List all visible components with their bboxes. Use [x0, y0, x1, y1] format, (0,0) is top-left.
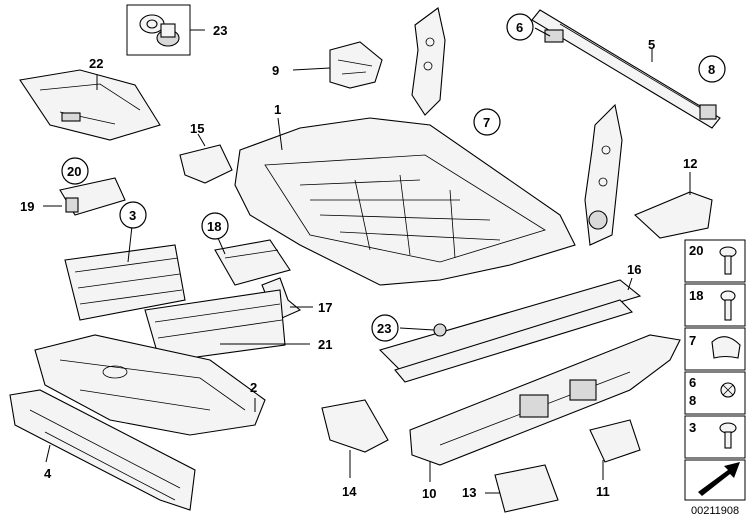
callout-9: 9 — [272, 63, 279, 78]
callout-22: 22 — [89, 56, 103, 71]
legend-label-3: 3 — [689, 420, 696, 435]
callout-ring-20 — [61, 157, 89, 185]
part-18-rail — [214, 237, 291, 286]
callout-12: 12 — [683, 156, 697, 171]
callout-20: 20 — [67, 164, 81, 179]
part-15-cap — [179, 133, 233, 184]
callout-ring-3 — [119, 201, 147, 229]
callout-11: 11 — [596, 484, 610, 499]
callout-13: 13 — [462, 485, 476, 500]
part-13-cover — [485, 464, 559, 513]
part-11-cover — [589, 419, 641, 480]
callout-labels: 23 22 9 6 5 8 1 7 15 12 20 19 3 18 16 17… — [20, 20, 715, 501]
legend-row-3 — [684, 415, 746, 459]
callout-16: 16 — [627, 262, 641, 277]
direction-arrow-icon — [698, 462, 740, 496]
screw-icon — [719, 246, 737, 275]
callout-18: 18 — [207, 219, 221, 234]
callout-ring-23 — [371, 314, 399, 342]
callout-ring-8 — [698, 55, 726, 83]
legend-row-18 — [684, 283, 746, 327]
clip-icon — [711, 336, 741, 359]
part-22-tray — [19, 69, 161, 141]
part-12-trim — [633, 172, 713, 239]
callout-4: 4 — [44, 466, 52, 481]
callout-15: 15 — [190, 121, 204, 136]
legend-row-6-8 — [684, 371, 746, 415]
part-5-rail — [531, 9, 721, 129]
nut-icon — [720, 382, 736, 398]
fastener-legend: 20 18 7 6 8 3 00 — [684, 239, 746, 517]
callout-6: 6 — [516, 20, 523, 35]
legend-label-6: 6 — [689, 375, 696, 390]
callout-21: 21 — [318, 337, 332, 352]
callout-10: 10 — [422, 486, 436, 501]
callout-14: 14 — [342, 484, 357, 499]
callout-23-mid: 23 — [377, 321, 391, 336]
callout-19: 19 — [20, 199, 34, 214]
legend-label-20: 20 — [689, 243, 703, 258]
callout-ring-6 — [506, 13, 534, 41]
part-9-bracket — [292, 41, 383, 89]
callout-2: 2 — [250, 380, 257, 395]
diagram-id: 00211908 — [691, 505, 739, 517]
legend-row-20 — [684, 239, 746, 283]
part-10-side-trim — [409, 334, 681, 482]
legend-label-18: 18 — [689, 288, 703, 303]
bolt-icon — [720, 290, 736, 321]
part-16-rail — [378, 277, 642, 383]
part-2-base-plate — [34, 334, 266, 436]
callout-ring-7 — [473, 108, 501, 136]
part-3-motor-block — [64, 225, 310, 363]
callout-17: 17 — [318, 300, 332, 315]
legend-label-8: 8 — [689, 393, 696, 408]
part-19-bracket — [43, 177, 126, 216]
part-1-seat-frame — [234, 117, 576, 286]
ring-callouts — [61, 13, 726, 342]
callout-8: 8 — [708, 62, 715, 77]
part-4-front-panel — [9, 389, 196, 511]
legend-label-7: 7 — [689, 333, 696, 348]
callout-3: 3 — [129, 208, 136, 223]
backrest-brackets — [411, 7, 623, 246]
part-14-cover — [321, 399, 389, 478]
callout-23-top: 23 — [213, 23, 227, 38]
part-23-inset — [126, 4, 205, 56]
callout-1: 1 — [274, 102, 281, 117]
callout-5: 5 — [648, 37, 655, 52]
cap-screw-icon — [719, 422, 737, 449]
callout-ring-18 — [201, 212, 229, 240]
callout-7: 7 — [483, 115, 490, 130]
